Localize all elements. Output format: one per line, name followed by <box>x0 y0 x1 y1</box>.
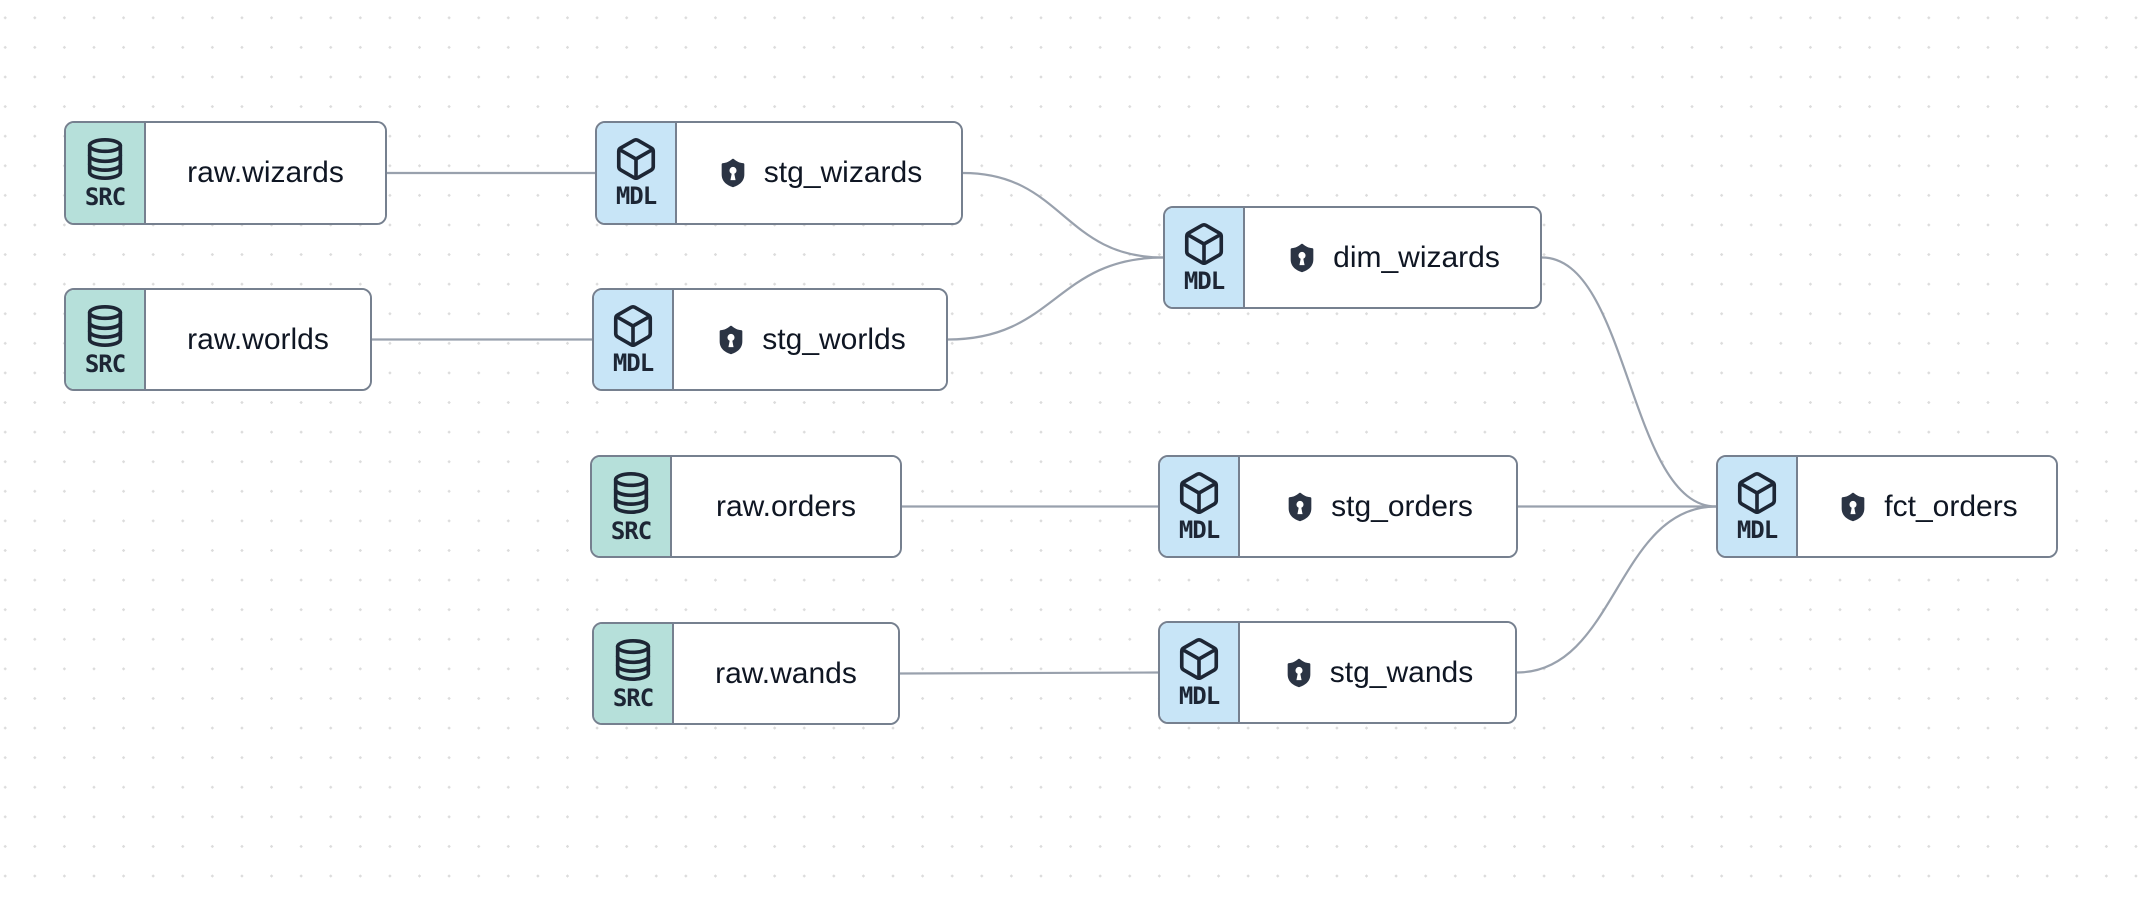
node-type-label: SRC <box>84 349 126 378</box>
node-body: stg_orders <box>1240 457 1516 556</box>
edge-stg_worlds-to-dim_wizards[interactable] <box>946 256 1165 341</box>
node-fct_orders[interactable]: MDL fct_orders <box>1716 455 2058 558</box>
node-body: stg_worlds <box>674 290 946 389</box>
node-body: stg_wands <box>1240 623 1515 722</box>
shield-lock-icon <box>1285 241 1319 275</box>
node-dim_wizards[interactable]: MDL dim_wizards <box>1163 206 1542 309</box>
node-type-badge: SRC <box>592 457 672 556</box>
node-body: raw.wands <box>674 624 898 723</box>
node-raw_wizards[interactable]: SRC raw.wizards <box>64 121 387 225</box>
edge-raw_wands-to-stg_wands[interactable] <box>898 671 1160 675</box>
node-body: raw.wizards <box>146 123 385 223</box>
node-type-badge: MDL <box>1165 208 1245 307</box>
node-label: stg_orders <box>1331 489 1473 523</box>
node-label: fct_orders <box>1884 489 2018 523</box>
node-label: raw.worlds <box>187 322 329 356</box>
database-icon <box>82 302 128 350</box>
node-body: dim_wizards <box>1245 208 1540 307</box>
node-type-badge: MDL <box>1160 457 1240 556</box>
cube-icon <box>1176 470 1222 516</box>
node-stg_worlds[interactable]: MDL stg_worlds <box>592 288 948 391</box>
node-body: fct_orders <box>1798 457 2056 556</box>
node-type-badge: MDL <box>597 123 677 223</box>
node-label: raw.wizards <box>187 156 344 189</box>
node-type-label: MDL <box>1178 681 1220 710</box>
database-icon <box>608 469 654 517</box>
shield-lock-icon <box>716 156 750 190</box>
node-type-label: MDL <box>615 182 657 210</box>
shield-lock-icon <box>1283 490 1317 524</box>
edge-stg_wands-to-fct_orders[interactable] <box>1515 505 1718 674</box>
node-label: stg_wizards <box>763 156 923 189</box>
cube-icon <box>1176 636 1222 682</box>
node-type-badge: SRC <box>66 123 146 223</box>
shield-lock-icon <box>1282 656 1316 690</box>
node-type-label: MDL <box>1736 515 1778 544</box>
node-body: raw.orders <box>672 457 900 556</box>
node-type-badge: MDL <box>1160 623 1240 722</box>
database-icon <box>82 135 128 183</box>
node-type-label: MDL <box>1178 515 1220 544</box>
node-type-badge: MDL <box>1718 457 1798 556</box>
node-body: raw.worlds <box>146 290 370 389</box>
node-stg_orders[interactable]: MDL stg_orders <box>1158 455 1518 558</box>
node-label: raw.wands <box>715 656 857 690</box>
node-label: raw.orders <box>715 489 857 523</box>
node-type-label: MDL <box>612 348 654 377</box>
node-label: stg_wands <box>1329 655 1474 689</box>
node-stg_wands[interactable]: MDL stg_wands <box>1158 621 1517 724</box>
shield-lock-icon <box>714 323 748 357</box>
node-label: stg_worlds <box>762 322 906 356</box>
shield-lock-icon <box>1836 490 1870 524</box>
node-type-badge: SRC <box>594 624 674 723</box>
cube-icon <box>610 303 656 349</box>
edge-stg_wizards-to-dim_wizards[interactable] <box>961 171 1165 259</box>
node-raw_orders[interactable]: SRC raw.orders <box>590 455 902 558</box>
cube-icon <box>1181 221 1227 267</box>
node-type-label: MDL <box>1183 266 1225 295</box>
cube-icon <box>1734 470 1780 516</box>
node-type-label: SRC <box>610 516 652 545</box>
node-type-label: SRC <box>84 183 126 211</box>
edge-dim_wizards-to-fct_orders[interactable] <box>1540 256 1718 508</box>
node-type-label: SRC <box>612 683 654 712</box>
node-label: dim_wizards <box>1333 240 1500 274</box>
cube-icon <box>613 136 659 182</box>
node-stg_wizards[interactable]: MDL stg_wizards <box>595 121 963 225</box>
node-body: stg_wizards <box>677 123 961 223</box>
node-raw_worlds[interactable]: SRC raw.worlds <box>64 288 372 391</box>
node-type-badge: MDL <box>594 290 674 389</box>
node-type-badge: SRC <box>66 290 146 389</box>
database-icon <box>610 636 656 684</box>
node-raw_wands[interactable]: SRC raw.wands <box>592 622 900 725</box>
